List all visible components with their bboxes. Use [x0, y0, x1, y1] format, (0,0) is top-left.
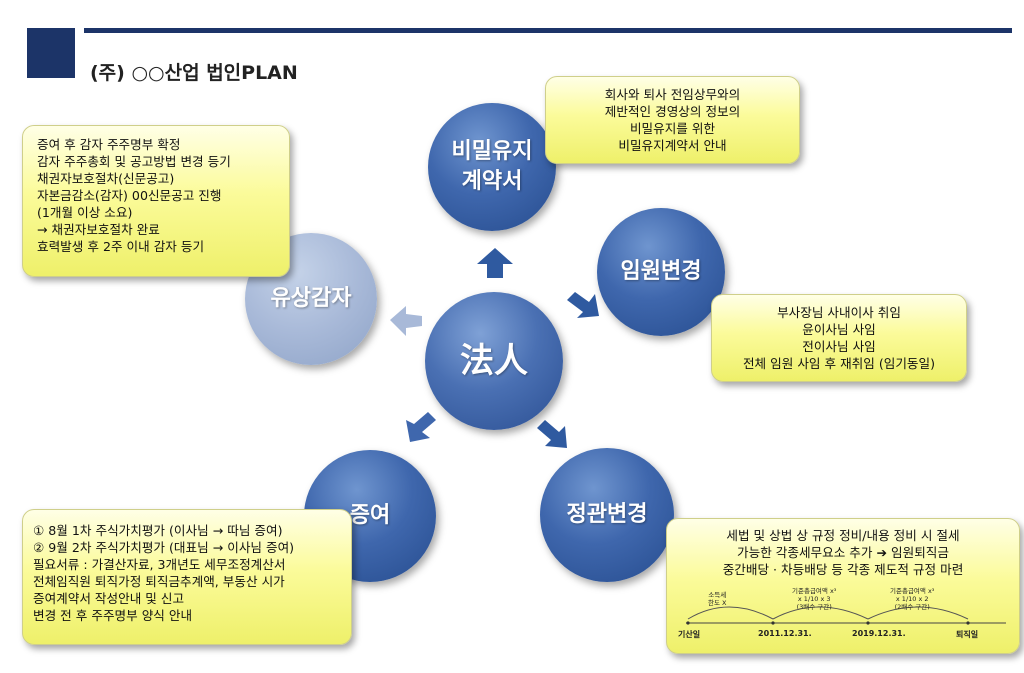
- node-articles-change: 정관변경: [540, 448, 674, 582]
- timeline-seg2-line: 기준총급여액 x³: [792, 587, 837, 595]
- timeline-seg1-line: 소득세: [708, 591, 727, 599]
- note-line: ① 8월 1차 주식가치평가 (이사님 → 따님 증여): [33, 523, 283, 538]
- header-rule: [84, 28, 1012, 33]
- arrow-right-icon: [567, 292, 599, 318]
- timeline-seg3-line: 기준총급여액 x³: [890, 587, 935, 595]
- note-line: 감자 주주총회 및 공고방법 변경 등기: [37, 154, 231, 169]
- node-articles-change-label: 정관변경: [566, 502, 648, 527]
- note-line: 회사와 퇴사 전임상무와의: [604, 87, 741, 102]
- arrow-left-icon: [390, 306, 422, 336]
- note-line: 변경 전 후 주주명부 양식 안내: [33, 608, 193, 623]
- timeline-seg1: 소득세 한도 X: [708, 591, 726, 607]
- arrow-down-left-icon: [406, 412, 436, 442]
- timeline-point-end: 퇴직일: [956, 630, 979, 639]
- timeline-point-start: 기산일: [678, 630, 701, 639]
- timeline-seg2: 기준총급여액 x³ x 1/10 x 3 (3배수 구간): [792, 587, 836, 611]
- note-officer-change: 부사장님 사내이사 취임 윤이사님 사임 전이사님 사임 전체 임원 사임 후 …: [711, 294, 967, 382]
- note-line: 필요서류 : 가결산자료, 3개년도 세무조정계산서: [33, 557, 286, 572]
- node-confidentiality-line2: 계약서: [461, 169, 523, 194]
- timeline-graphic: [686, 606, 1006, 625]
- note-line: → 채권자보호절차 완료: [37, 222, 160, 237]
- node-officer-change: 임원변경: [597, 208, 725, 336]
- note-line: 전이사님 사임: [802, 339, 876, 354]
- node-gift-label: 증여: [349, 503, 391, 528]
- arrow-down-right-icon: [537, 420, 567, 448]
- note-line: 증여 후 감자 주주명부 확정: [37, 137, 181, 152]
- timeline-seg2-line: (3배수 구간): [796, 603, 832, 611]
- timeline-point-2011: 2011.12.31.: [758, 629, 812, 638]
- note-line: 중간배당 · 차등배당 등 각종 제도적 규정 마련: [722, 562, 964, 577]
- note-capital-reduction: 증여 후 감자 주주명부 확정 감자 주주총회 및 공고방법 변경 등기 채권자…: [22, 125, 290, 277]
- note-line: 효력발생 후 2주 이내 감자 등기: [37, 239, 205, 254]
- note-line: 증여계약서 작성안내 및 신고: [33, 591, 185, 606]
- timeline-seg3: 기준총급여액 x³ x 1/10 x 2 (2배수 구간): [890, 587, 934, 611]
- header-square-marker: [27, 28, 75, 78]
- timeline-seg3-line: (2배수 구간): [894, 603, 930, 611]
- note-line: 세법 및 상법 상 규정 정비/내용 정비 시 절세: [726, 528, 960, 543]
- note-line: 전체 임원 사임 후 재취임 (임기동일): [742, 356, 936, 371]
- node-confidentiality-line1: 비밀유지: [451, 139, 533, 164]
- note-line: 비밀유지계약서 안내: [618, 138, 727, 153]
- node-corporation-center: 法人: [425, 292, 563, 430]
- note-line: 제반적인 경영상의 정보의: [604, 104, 741, 119]
- arrow-up-icon: [477, 248, 513, 278]
- note-gift: ① 8월 1차 주식가치평가 (이사님 → 따님 증여) ② 9월 2차 주식가…: [22, 509, 352, 645]
- retirement-timeline: 소득세 한도 X 기준총급여액 x³ x 1/10 x 3 (3배수 구간) 기…: [678, 585, 1013, 645]
- note-line: (1개월 이상 소요): [37, 205, 133, 220]
- timeline-seg3-line: x 1/10 x 2: [895, 595, 929, 603]
- page-title: (주) ○○산업 법인PLAN: [90, 62, 298, 84]
- note-line: 비밀유지를 위한: [629, 121, 716, 136]
- node-capital-reduction-label: 유상감자: [270, 286, 352, 311]
- timeline-seg2-line: x 1/10 x 3: [797, 595, 831, 603]
- note-line: 채권자보호절차(신문공고): [37, 171, 175, 186]
- note-line: 윤이사님 사임: [802, 322, 876, 337]
- node-center-label: 法人: [460, 341, 528, 381]
- note-confidentiality: 회사와 퇴사 전임상무와의 제반적인 경영상의 정보의 비밀유지를 위한 비밀유…: [545, 76, 800, 164]
- note-articles-change: 세법 및 상법 상 규정 정비/내용 정비 시 절세 가능한 각종세무요소 추가…: [666, 518, 1020, 654]
- node-officer-change-label: 임원변경: [620, 259, 702, 284]
- note-line: ② 9월 2차 주식가치평가 (대표님 → 이사님 증여): [33, 540, 295, 555]
- note-line: 가능한 각종세무요소 추가 ➔ 임원퇴직금: [737, 545, 949, 560]
- timeline-seg1-line: 한도 X: [708, 599, 727, 607]
- timeline-point-2019: 2019.12.31.: [852, 629, 906, 638]
- node-confidentiality-agreement: 비밀유지 계약서: [428, 103, 556, 231]
- note-line: 자본금감소(감자) 00신문공고 진행: [37, 188, 222, 203]
- note-line: 전체임직원 퇴직가정 퇴직금추계액, 부동산 시가: [33, 574, 285, 589]
- note-line: 부사장님 사내이사 취임: [777, 305, 901, 320]
